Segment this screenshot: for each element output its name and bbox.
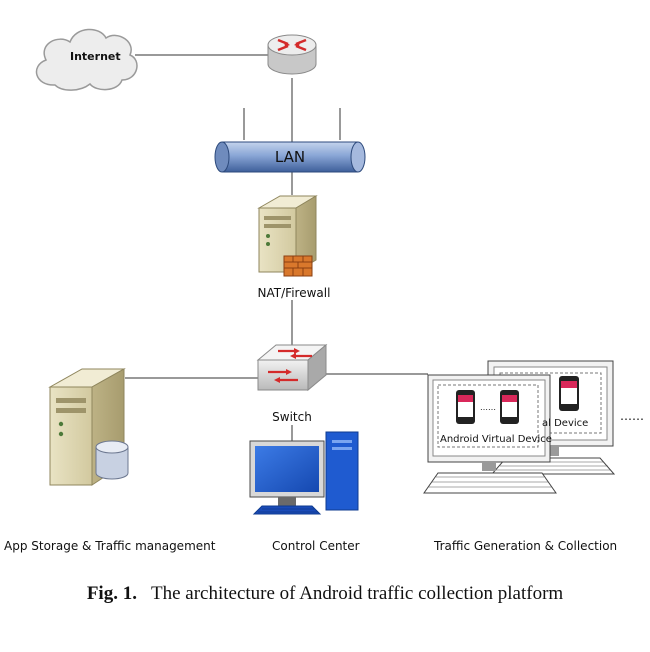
switch-icon	[256, 343, 328, 392]
figure-caption: Fig. 1. The architecture of Android traff…	[0, 583, 650, 605]
connection-lines	[125, 54, 428, 445]
firewall-label: NAT/Firewall	[258, 286, 331, 300]
more-devices-ellipsis: ……	[620, 409, 644, 423]
avd-ellipsis: ……	[480, 403, 496, 412]
traffic-label: Traffic Generation & Collection	[433, 539, 617, 553]
control-center-computer-icon	[249, 431, 359, 515]
internet-label: Internet	[70, 50, 121, 63]
internet-cloud-icon	[35, 28, 138, 91]
avd-back-label: al Device	[542, 418, 588, 429]
figure-number: Fig. 1.	[86, 583, 137, 604]
traffic-workstations-icon	[423, 360, 616, 494]
router-icon	[267, 34, 317, 75]
phone-icon	[456, 390, 475, 424]
firewall-server-icon	[257, 195, 318, 277]
database-icon	[95, 440, 129, 480]
figure-caption-text: The architecture of Android traffic coll…	[150, 583, 564, 604]
phone-icon	[559, 376, 579, 411]
phone-icon	[500, 390, 519, 424]
storage-label: App Storage & Traffic management	[4, 539, 216, 553]
lan-pipe	[214, 141, 366, 173]
switch-label: Switch	[272, 410, 312, 424]
control-center-label: Control Center	[272, 539, 360, 553]
firewall-brick-icon	[283, 255, 313, 277]
lan-label: LAN	[275, 148, 305, 166]
avd-front-label: Android Virtual Device	[440, 434, 552, 445]
